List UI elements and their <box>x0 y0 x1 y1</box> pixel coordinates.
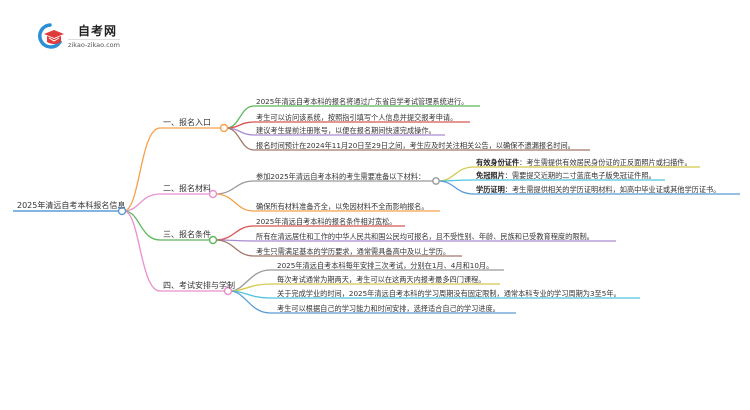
list-item: 建议考生提前注册账号，以便在报名期间快速完成操作。 <box>256 126 436 135</box>
list-item: 关于完成学业的时间，2025年清远自考本科的学习周期没有固定限制，通常本科专业的… <box>277 289 621 298</box>
logo-subtitle: zikao-zikao.com <box>68 39 120 49</box>
site-logo[interactable]: 自考网 zikao-zikao.com <box>36 22 146 52</box>
logo-title: 自考网 <box>78 24 118 38</box>
branch-exam-schedule[interactable]: 四、考试安排与学制 <box>163 281 235 290</box>
item-heading: 免冠照片 <box>476 171 505 180</box>
list-item: 2025年清远自考本科每年安排三次考试，分别在1月、4月和10月。 <box>277 261 494 270</box>
list-item-education-proof: 学历证明：考生需提供相关的学历证明材料，如高中毕业证或其他学历证书。 <box>476 185 721 194</box>
list-item: 确保所有材料准备齐全，以免因材料不全而影响报名。 <box>256 202 429 211</box>
item-heading: 学历证明 <box>476 185 505 194</box>
graduation-cap-icon <box>38 23 64 49</box>
list-item-photo: 免冠照片：需要提交近期的二寸蓝底电子版免冠证件照。 <box>476 171 656 180</box>
branch-registration-materials[interactable]: 二、报名材料 <box>163 184 211 193</box>
branch-registration-conditions[interactable]: 三、报名条件 <box>163 230 211 239</box>
item-heading: 有效身份证件 <box>476 158 520 167</box>
list-item: 考生只需满足基本的学历要求，通常需具备高中及以上学历。 <box>256 247 451 256</box>
list-item-id-card: 有效身份证件：考生需提供有效居民身份证的正反面照片或扫描件。 <box>476 158 692 167</box>
list-item: 2025年清远自考本科的报名将通过广东省自学考试管理系统进行。 <box>256 97 469 106</box>
root-node-label[interactable]: 2025年清远自考本科报名信息 <box>17 201 126 210</box>
list-item: 所有在清远居住和工作的中华人民共和国公民均可报名，且不受性别、年龄、民族和已受教… <box>256 232 594 241</box>
list-item: 报名时间预计在2024年11月20日至29日之间，考生应及时关注相关公告，以确保… <box>256 141 575 150</box>
list-item: 2025年清远自考本科的报名条件相对宽松。 <box>256 217 397 226</box>
list-item: 考生可以访问该系统，按照指引填写个人信息并提交报考申请。 <box>256 113 458 122</box>
list-item: 每次考试通常为期两天，考生可以在这两天内报考最多四门课程。 <box>277 275 486 284</box>
branch-registration-entry[interactable]: 一、报名入口 <box>163 118 211 127</box>
list-item: 考生可以根据自己的学习能力和时间安排，选择适合自己的学习进度。 <box>277 304 500 313</box>
root-node <box>117 206 127 216</box>
list-item: 参加2025年清远自考本科的考生需要准备以下材料： <box>256 172 426 181</box>
